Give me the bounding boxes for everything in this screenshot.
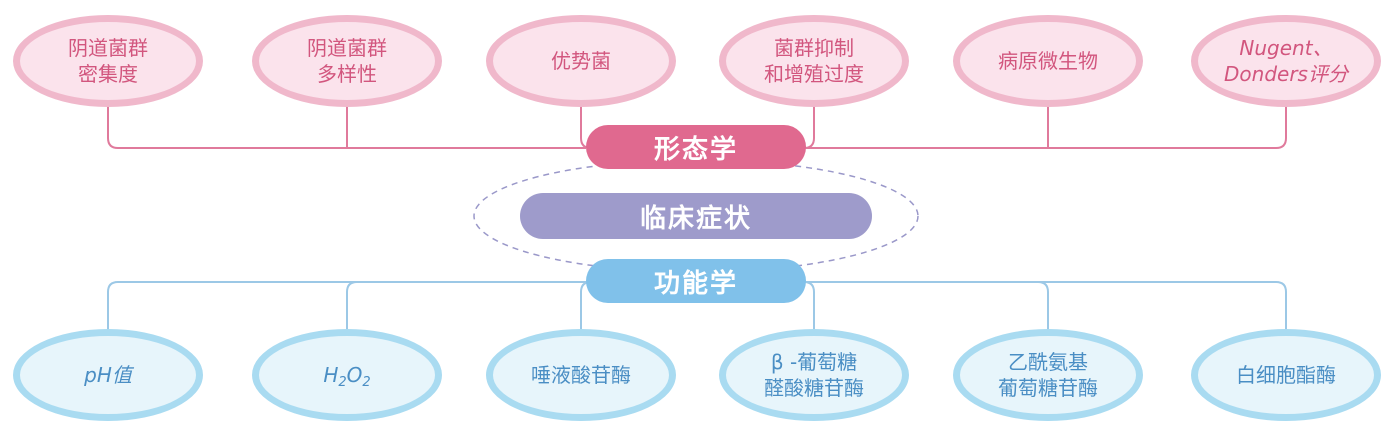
bottom-connector-6 (806, 281, 1287, 330)
node-label-line: 阴道菌群 (68, 36, 148, 60)
node-label-line: Donders评分 (1224, 62, 1348, 86)
formula-sub-2: 2 (362, 375, 371, 390)
node-label-line: 病原微生物 (998, 49, 1098, 73)
node-acetylglucosaminidase: 乙酰氨基 葡萄糖苷酶 (953, 329, 1143, 421)
node-vaginal-flora-density: 阴道菌群 密集度 (13, 15, 203, 107)
function-pill: 功能学 (586, 259, 806, 303)
node-label-line: 唾液酸苷酶 (531, 363, 631, 387)
bottom-connector-5 (1037, 281, 1049, 330)
node-label-line: 多样性 (317, 62, 377, 86)
node-label-line: 乙酰氨基 (1008, 350, 1088, 374)
dashed-ring (473, 159, 919, 273)
formula-h: H (323, 363, 339, 387)
clinical-symptoms-pill: 临床症状 (520, 193, 872, 239)
node-label-line: Nugent、 (1239, 36, 1333, 60)
node-label-line: 阴道菌群 (307, 36, 387, 60)
top-connector-1 (107, 106, 586, 149)
formula-o: O (346, 363, 363, 387)
node-flora-suppression: 菌群抑制 和增殖过度 (719, 15, 909, 107)
morphology-pill: 形态学 (586, 125, 806, 169)
top-connector-6 (806, 106, 1287, 149)
node-label-line: 密集度 (78, 62, 138, 86)
node-vaginal-flora-diversity: 阴道菌群 多样性 (252, 15, 442, 107)
node-label-line: pH值 (84, 363, 132, 387)
formula-sub-1: 2 (338, 375, 347, 390)
node-label-line: β -葡萄糖 (770, 350, 858, 374)
node-nugent-donders-score: Nugent、 Donders评分 (1191, 15, 1381, 107)
bottom-connector-4 (803, 281, 815, 330)
top-connectors (107, 106, 1287, 149)
node-hydrogen-peroxide: H2O2 (252, 329, 442, 421)
bottom-connector-1 (107, 281, 586, 330)
node-label-line: 葡萄糖苷酶 (998, 376, 1098, 400)
bottom-connector-2 (346, 281, 358, 330)
node-sialidase: 唾液酸苷酶 (486, 329, 676, 421)
clinical-label: 临床症状 (639, 203, 752, 234)
node-pathogens: 病原微生物 (953, 15, 1143, 107)
node-label-line: 优势菌 (551, 49, 611, 73)
function-label: 功能学 (653, 268, 738, 299)
node-label-line: 醛酸糖苷酶 (764, 376, 864, 400)
node-label-line: 菌群抑制 (774, 36, 854, 60)
node-label-line: 和增殖过度 (764, 62, 864, 86)
node-ph-value: pH值 (13, 329, 203, 421)
node-beta-glucuronidase: β -葡萄糖 醛酸糖苷酶 (719, 329, 909, 421)
node-dominant-bacteria: 优势菌 (486, 15, 676, 107)
node-label-line: H2O2 (323, 362, 371, 390)
node-leukocyte-esterase: 白细胞酯酶 (1191, 329, 1381, 421)
node-label-line: 白细胞酯酶 (1236, 363, 1336, 387)
morphology-label: 形态学 (653, 134, 738, 165)
